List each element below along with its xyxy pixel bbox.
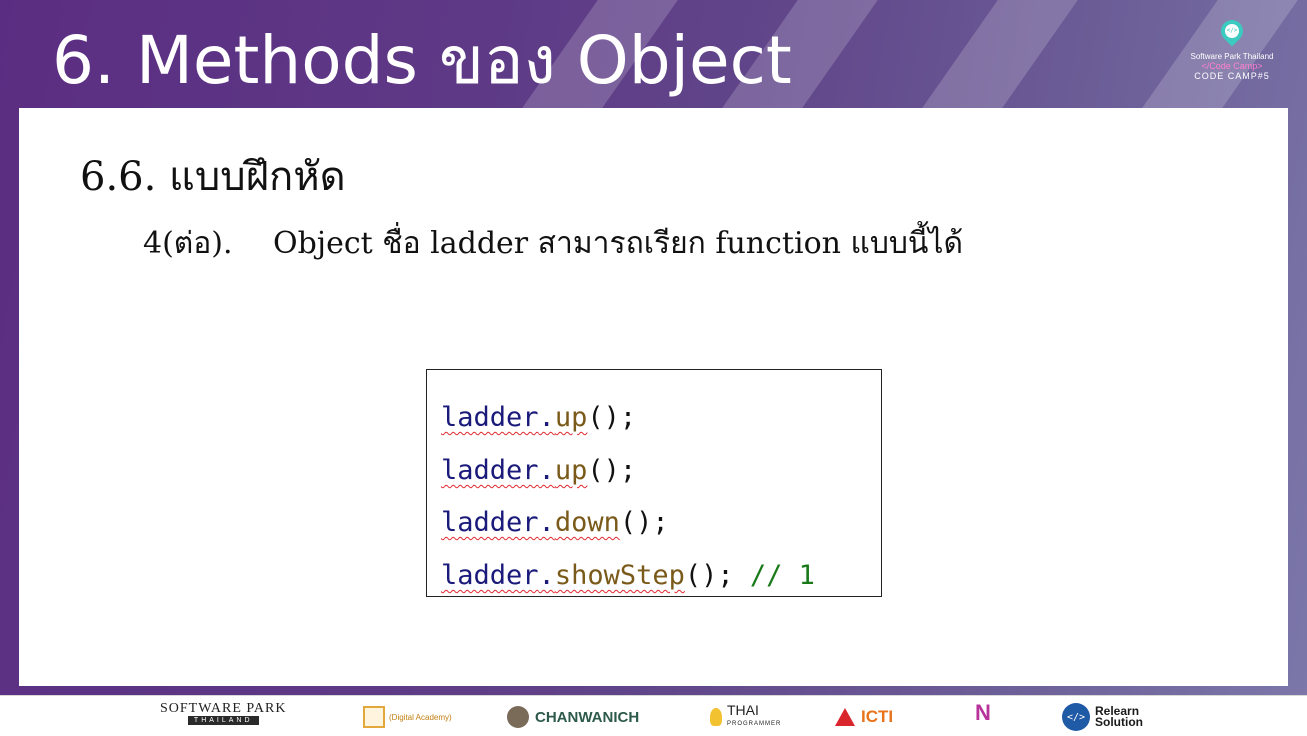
slide-title: 6. Methods ของ Object (52, 22, 792, 99)
code-line: ladder.showStep(); // 1 (441, 559, 815, 593)
n-label: N (975, 700, 991, 725)
code-method: up (554, 455, 588, 486)
code-line: ladder.down(); (441, 506, 669, 540)
code-dot: . (538, 507, 555, 538)
code-dot: . (538, 455, 555, 486)
sponsor-footer: SOFTWARE PARK THAILAND (Digital Academy)… (0, 695, 1307, 736)
code-suffix: (); (587, 402, 637, 433)
lightbulb-icon (710, 708, 722, 726)
code-comment: // 1 (749, 560, 815, 591)
code-object: ladder (441, 402, 539, 433)
code-block: ladder.up(); ladder.up(); ladder.down();… (426, 369, 882, 597)
code-suffix: (); (619, 507, 669, 538)
code-dot: . (538, 402, 555, 433)
content-area: 6.6. แบบฝึกหัด 4(ต่อ). Object ชื่อ ladder… (19, 108, 1288, 686)
n-logo: N (975, 702, 991, 732)
software-park-name: SOFTWARE PARK (160, 701, 287, 716)
relearn-line2: Solution (1095, 715, 1143, 729)
chanwanich-icon (507, 706, 529, 728)
code-dot: . (538, 560, 555, 591)
icti-triangle-icon (835, 708, 855, 726)
code-method: showStep (554, 560, 685, 591)
exercise-number: 4(ต่อ). (143, 226, 233, 261)
thai-programmer-line1: THAI (727, 702, 759, 718)
code-pin-icon: </> (1216, 15, 1248, 47)
code-object: ladder (441, 560, 539, 591)
code-line: ladder.up(); (441, 454, 636, 488)
chip-icon (363, 706, 385, 728)
code-camp-logo: </> Software Park Thailand </Code Camp> … (1176, 14, 1288, 100)
software-park-logo: SOFTWARE PARK THAILAND (160, 702, 286, 732)
icti-logo: ICTI (835, 702, 893, 732)
chanwanich-logo: CHANWANICH (507, 702, 639, 732)
thai-programmer-logo: THAI PROGRAMMER (710, 702, 781, 732)
logo-code-camp: </Code Camp> (1201, 61, 1263, 71)
thai-programmer-line2: PROGRAMMER (727, 721, 782, 727)
logo-edition: CODE CAMP#5 (1194, 71, 1270, 81)
code-object: ladder (441, 507, 539, 538)
exercise-description: 4(ต่อ). Object ชื่อ ladder สามารถเรียก fu… (143, 220, 963, 267)
code-brackets-icon: </> (1062, 703, 1090, 731)
section-heading: 6.6. แบบฝึกหัด (80, 154, 346, 200)
software-park-country: THAILAND (187, 716, 259, 725)
relearn-line1: Relearn (1095, 704, 1140, 718)
banner-stripe (922, 0, 1078, 108)
code-suffix: (); (587, 455, 637, 486)
exercise-text: Object ชื่อ ladder สามารถเรียก function … (273, 226, 963, 261)
code-suffix: (); (684, 560, 750, 591)
code-line: ladder.up(); (441, 401, 636, 435)
digital-academy-logo: (Digital Academy) (363, 702, 452, 732)
icti-label: ICTI (861, 707, 894, 726)
code-method: up (554, 402, 588, 433)
code-object: ladder (441, 455, 539, 486)
logo-org-name: Software Park Thailand (1190, 52, 1274, 61)
chanwanich-label: CHANWANICH (535, 708, 640, 726)
digital-academy-label: (Digital Academy) (389, 712, 452, 722)
code-method: down (554, 507, 620, 538)
